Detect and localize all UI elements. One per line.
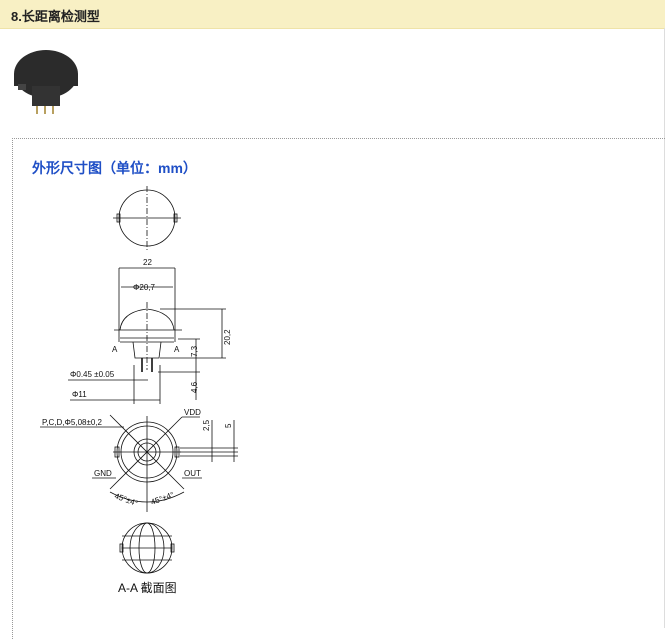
section-mark-right: A (174, 345, 180, 354)
out-label: OUT (184, 469, 201, 478)
dim-pitch: 2,5 (202, 419, 211, 431)
bottom-view (40, 414, 238, 512)
dimension-drawing: 22 Φ20,7 A A 20,2 7,3 4,6 Φ0.45 ±0.05 Φ1… (40, 186, 238, 595)
dim-base-diameter: Φ11 (72, 390, 87, 399)
gnd-label: GND (94, 469, 112, 478)
dim-pin-length: 4,6 (190, 381, 199, 393)
section-caption: A-A 截面图 (118, 581, 177, 595)
section-title: 8.长距离检测型 (11, 9, 100, 24)
top-view (113, 186, 181, 250)
side-view (68, 267, 226, 404)
angle-left: 45°±4° (113, 491, 139, 508)
vdd-label: VDD (184, 408, 201, 417)
dim-width: 22 (143, 258, 152, 267)
dimension-heading: 外形尺寸图（单位：mm） (32, 160, 197, 176)
dim-pin-diameter: Φ0.45 ±0.05 (70, 370, 115, 379)
section-mark-left: A (112, 345, 118, 354)
dim-dome-diameter: Φ20,7 (133, 283, 156, 292)
dim-height: 20,2 (223, 329, 232, 345)
section-header: 8.长距离检测型 (0, 0, 665, 29)
dim-body-height: 7,3 (190, 345, 199, 357)
angle-right: 45°±4° (150, 490, 176, 507)
dim-spacing: 5 (224, 423, 233, 428)
pcd-label: P,C,D,Φ5,08±0,2 (42, 418, 103, 427)
dimension-panel (12, 138, 665, 639)
section-view (119, 522, 175, 574)
product-photo (14, 50, 78, 114)
